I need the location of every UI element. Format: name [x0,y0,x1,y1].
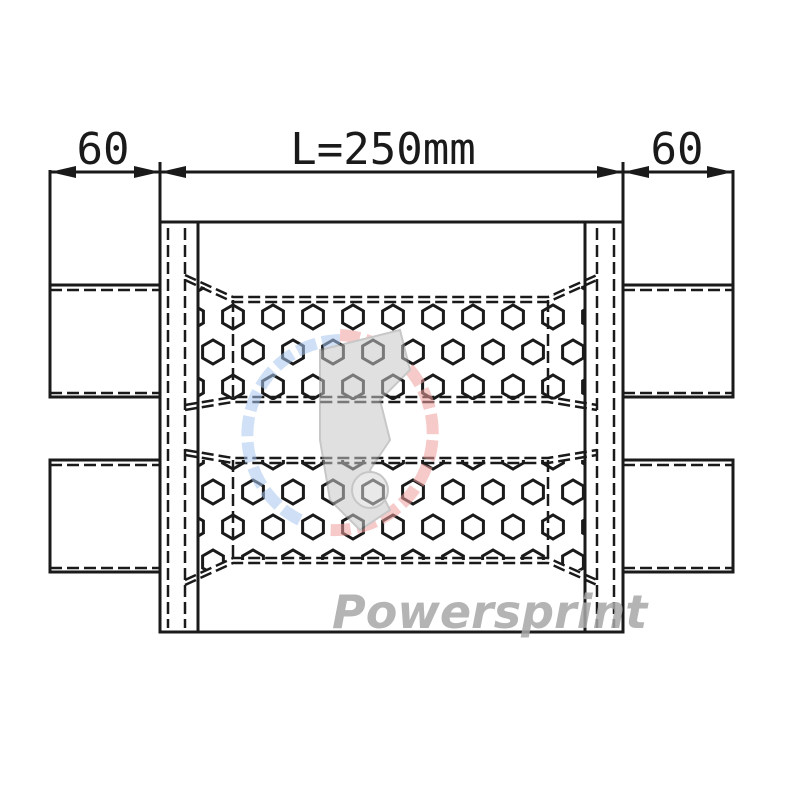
perforation-hole [201,478,225,506]
perforation-hole [321,548,345,572]
perforation-hole [221,303,245,331]
perforation-hole [261,460,285,471]
perforation-hole [221,460,245,471]
perforation-hole [441,478,465,506]
perforation-hole [163,550,184,574]
perforation-hole [198,513,205,541]
perforation-hole [241,548,265,572]
perforation-hole [381,303,405,331]
perforation-hole [541,460,565,471]
perforation-hole [501,303,525,331]
perforation-hole [301,513,325,541]
perforation-hole [461,460,485,471]
perforation-hole [461,373,485,400]
perforation-hole [241,338,265,366]
perforation-hole [261,285,285,296]
perforation-hole [301,460,325,471]
perforation-hole [281,478,305,506]
dimension-lines [48,162,735,285]
perforation-hole [341,285,365,296]
perforation-hole [501,373,525,400]
perforation-hole [521,338,545,366]
perforation-hole [561,478,585,506]
perforation-hole [381,460,405,471]
perforation-hole [421,460,445,471]
perforation-hole [481,478,505,506]
perforated-tube-lower [163,448,598,587]
dimension-left-label: 60 [77,124,130,175]
perforation-hole [481,338,505,366]
perforation-hole [241,478,265,506]
perforation-hole [581,373,585,400]
perforation-hole [561,548,585,572]
perforation-hole [301,285,325,296]
perforation-hole [301,303,325,331]
perforation-hole [421,303,445,331]
perforation-hole [581,303,585,331]
perforation-hole [201,338,225,366]
perforation-hole [461,303,485,331]
perforation-hole [561,338,585,366]
perforation-hole [501,460,525,471]
muffler-body [158,220,625,634]
perforation-hole [521,548,545,572]
perforation-hole [381,285,405,296]
perforation-hole [421,285,445,296]
perforation-hole [221,513,245,541]
perforation-hole [541,303,565,331]
perforation-hole [581,513,585,541]
perforation-hole [541,373,565,400]
perforation-hole [198,303,205,331]
perforation-hole [361,548,385,572]
perforation-hole [261,303,285,331]
perforation-hole [163,480,184,504]
perforation-hole [341,303,365,331]
perforation-hole [441,548,465,572]
perforation-hole [501,513,525,541]
perforation-hole [481,548,505,572]
perforation-hole [501,285,525,296]
perforation-hole [163,340,184,364]
perforation-hole [221,285,245,296]
perforation-hole [521,478,545,506]
powersprint-watermark: Powersprint [332,585,649,639]
dimension-body-label: L=250mm [290,124,475,175]
perforation-hole [421,513,445,541]
perforation-hole [198,373,205,400]
swapland-logo-watermark [241,328,439,537]
perforation-hole [261,513,285,541]
perforation-hole [281,548,305,572]
perforation-hole [401,548,425,572]
perforation-hole [461,285,485,296]
perforation-hole [441,338,465,366]
inlet-pipes [48,283,735,574]
perforation-hole [221,373,245,400]
perforation-hole [541,513,565,541]
dimension-right-label: 60 [651,124,704,175]
perforation-hole [461,513,485,541]
perforation-hole [201,548,225,572]
